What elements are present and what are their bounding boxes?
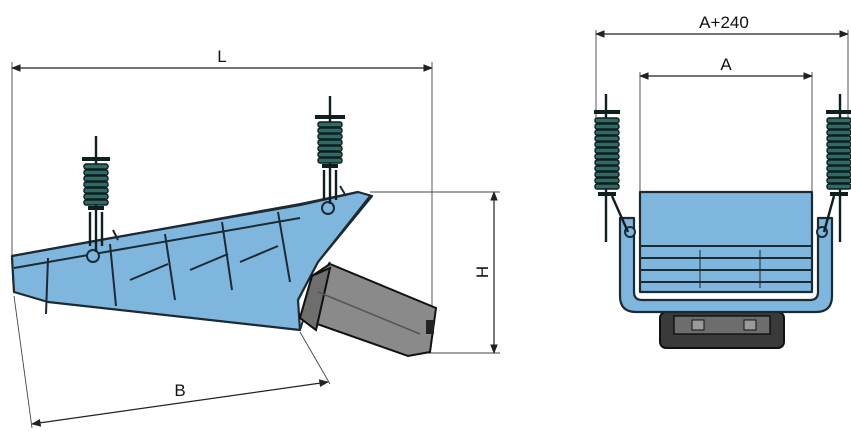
height-label: H	[473, 266, 492, 278]
inner-width-dimension: A	[639, 55, 813, 80]
side-view: L H	[10, 47, 500, 429]
spring-hanger-front-right	[822, 94, 851, 242]
spring-hanger-front-left	[594, 94, 630, 242]
front-base	[659, 311, 785, 349]
drive-motor	[298, 262, 438, 358]
total-width-dimension: A+240	[595, 13, 849, 38]
spring-hanger-left	[82, 136, 110, 252]
length-label: L	[217, 47, 226, 66]
height-dimension: H	[473, 191, 498, 354]
trough-length-label: B	[174, 381, 185, 400]
length-dimension: L	[11, 47, 433, 72]
trough-cross-section	[618, 190, 834, 314]
total-width-label: A+240	[699, 13, 749, 32]
inner-width-label: A	[720, 55, 732, 74]
spring-hanger-right	[315, 96, 345, 204]
trough-body	[10, 185, 374, 332]
front-view: A+240 A	[594, 13, 851, 349]
trough-length-dimension: B	[13, 295, 331, 429]
